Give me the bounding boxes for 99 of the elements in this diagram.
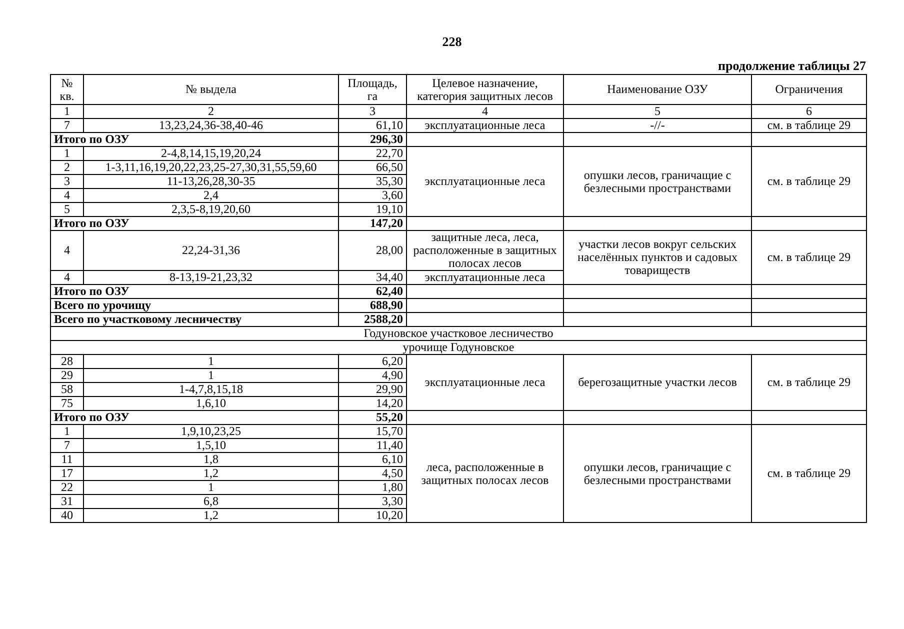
zone-name: опушки лесов, граничащие с безлесными пространствами bbox=[564, 146, 752, 216]
area-value: 2588,20 bbox=[338, 312, 406, 326]
table-continuation-note: продолжение таблицы 27 bbox=[718, 58, 866, 74]
area-value: 62,40 bbox=[338, 284, 406, 298]
restriction-note: см. в таблице 29 bbox=[752, 118, 866, 132]
area-value: 28,00 bbox=[338, 230, 406, 270]
plot-numbers: 1,8 bbox=[84, 452, 338, 466]
zone-name: опушки лесов, граничащие с безлесными пространствами bbox=[564, 424, 752, 522]
quarter-number: 4 bbox=[50, 230, 84, 270]
area-value: 3,30 bbox=[338, 494, 406, 508]
area-value: 4,50 bbox=[338, 466, 406, 480]
quarter-number: 58 bbox=[50, 382, 84, 396]
column-number: 1 bbox=[50, 104, 84, 118]
plot-numbers: 1 bbox=[84, 368, 338, 382]
plot-numbers: 1-4,7,8,15,18 bbox=[84, 382, 338, 396]
purpose-text: эксплуатационные леса bbox=[406, 146, 564, 216]
plot-numbers: 13,23,24,36-38,40-46 bbox=[84, 118, 338, 132]
restriction-note: см. в таблице 29 bbox=[752, 146, 866, 216]
area-value: 11,40 bbox=[338, 438, 406, 452]
quarter-number: 31 bbox=[50, 494, 84, 508]
plot-numbers: 1,2 bbox=[84, 466, 338, 480]
quarter-number: 11 bbox=[50, 452, 84, 466]
plot-numbers: 1-3,11,16,19,20,22,23,25-27,30,31,55,59,60 bbox=[84, 160, 338, 174]
column-number: 3 bbox=[338, 104, 406, 118]
section-heading: урочище Годуновское bbox=[50, 340, 866, 354]
area-value: 14,20 bbox=[338, 396, 406, 410]
zone-name: участки лесов вокруг сельских населённых пунктов и садовых товариществ bbox=[564, 230, 752, 284]
plot-numbers: 1 bbox=[84, 480, 338, 494]
area-value: 34,40 bbox=[338, 270, 406, 284]
zone-name: -//- bbox=[564, 118, 752, 132]
column-number: 6 bbox=[752, 104, 866, 118]
area-value: 4,90 bbox=[338, 368, 406, 382]
plot-numbers: 11-13,26,28,30-35 bbox=[84, 174, 338, 188]
purpose-text: леса, расположенные в защитных полосах лесов bbox=[406, 424, 564, 522]
quarter-number: 40 bbox=[50, 508, 84, 522]
plot-numbers: 1,5,10 bbox=[84, 438, 338, 452]
quarter-number: 28 bbox=[50, 354, 84, 368]
area-value: 66,50 bbox=[338, 160, 406, 174]
quarter-number: 75 bbox=[50, 396, 84, 410]
area-value: 22,70 bbox=[338, 146, 406, 160]
plot-numbers: 6,8 bbox=[84, 494, 338, 508]
quarter-number: 1 bbox=[50, 146, 84, 160]
area-value: 29,90 bbox=[338, 382, 406, 396]
page-number: 228 bbox=[441, 34, 463, 50]
plot-numbers: 1 bbox=[84, 354, 338, 368]
plot-numbers: 1,6,10 bbox=[84, 396, 338, 410]
quarter-number: 4 bbox=[50, 188, 84, 202]
subtotal-label: Итого по ОЗУ bbox=[50, 410, 338, 424]
area-value: 10,20 bbox=[338, 508, 406, 522]
quarter-number: 29 bbox=[50, 368, 84, 382]
quarter-number: 7 bbox=[50, 118, 84, 132]
plot-numbers: 22,24-31,36 bbox=[84, 230, 338, 270]
zone-name: берегозащитные участки лесов bbox=[564, 354, 752, 410]
column-number: 4 bbox=[406, 104, 564, 118]
purpose-text: эксплуатационные леса bbox=[406, 354, 564, 410]
restriction-note: см. в таблице 29 bbox=[752, 354, 866, 410]
plot-numbers: 8-13,19-21,23,32 bbox=[84, 270, 338, 284]
area-value: 147,20 bbox=[338, 216, 406, 230]
area-value: 15,70 bbox=[338, 424, 406, 438]
section-heading: Годуновское участковое лесничество bbox=[50, 326, 866, 340]
column-header: Целевое назначение, категория защитных лесов bbox=[406, 74, 564, 104]
purpose-text: эксплуатационные леса bbox=[406, 118, 564, 132]
quarter-number: 4 bbox=[50, 270, 84, 284]
quarter-number: 3 bbox=[50, 174, 84, 188]
quarter-number: 1 bbox=[50, 424, 84, 438]
column-number: 2 bbox=[84, 104, 338, 118]
plot-numbers: 2-4,8,14,15,19,20,24 bbox=[84, 146, 338, 160]
column-header: Наименование ОЗУ bbox=[564, 74, 752, 104]
plot-numbers: 2,3,5-8,19,20,60 bbox=[84, 202, 338, 216]
area-value: 3,60 bbox=[338, 188, 406, 202]
quarter-number: 22 bbox=[50, 480, 84, 494]
subtotal-label: Итого по ОЗУ bbox=[50, 132, 338, 146]
area-value: 19,10 bbox=[338, 202, 406, 216]
quarter-number: 17 bbox=[50, 466, 84, 480]
column-header: № кв. bbox=[50, 74, 84, 104]
area-value: 6,10 bbox=[338, 452, 406, 466]
column-header: № выдела bbox=[84, 74, 338, 104]
column-header: Площадь, га bbox=[338, 74, 406, 104]
quarter-number: 5 bbox=[50, 202, 84, 216]
subtotal-label: Всего по участковому лесничеству bbox=[50, 312, 338, 326]
plot-numbers: 2,4 bbox=[84, 188, 338, 202]
area-value: 55,20 bbox=[338, 410, 406, 424]
quarter-number: 7 bbox=[50, 438, 84, 452]
subtotal-label: Итого по ОЗУ bbox=[50, 216, 338, 230]
column-number: 5 bbox=[564, 104, 752, 118]
restriction-note: см. в таблице 29 bbox=[752, 424, 866, 522]
restriction-note: см. в таблице 29 bbox=[752, 230, 866, 284]
plot-numbers: 1,9,10,23,25 bbox=[84, 424, 338, 438]
area-value: 61,10 bbox=[338, 118, 406, 132]
column-header: Ограничения bbox=[752, 74, 866, 104]
subtotal-label: Итого по ОЗУ bbox=[50, 284, 338, 298]
area-value: 6,20 bbox=[338, 354, 406, 368]
area-value: 1,80 bbox=[338, 480, 406, 494]
subtotal-label: Всего по урочищу bbox=[50, 298, 338, 312]
area-value: 35,30 bbox=[338, 174, 406, 188]
area-value: 688,90 bbox=[338, 298, 406, 312]
quarter-number: 2 bbox=[50, 160, 84, 174]
plot-numbers: 1,2 bbox=[84, 508, 338, 522]
area-value: 296,30 bbox=[338, 132, 406, 146]
